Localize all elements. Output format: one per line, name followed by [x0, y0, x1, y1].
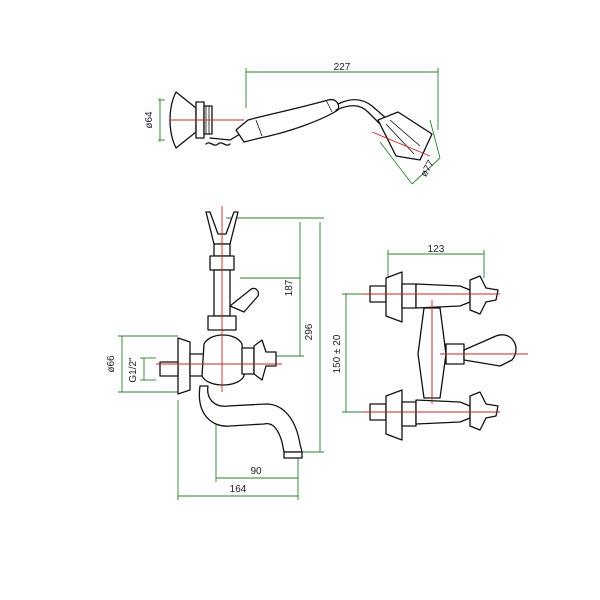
centerline	[371, 131, 431, 157]
diverter-lever	[229, 287, 260, 313]
side-view: 187 296 ø66 G1/2" 90 164	[106, 206, 324, 500]
shower-head-face	[389, 119, 421, 147]
front-view: 123 150 ± 20	[332, 244, 528, 441]
total-height-label: 296	[304, 323, 315, 340]
handle-line	[325, 99, 333, 113]
centers-label: 150 ± 20	[332, 334, 343, 373]
wall-escutcheon	[177, 337, 191, 395]
cross-handle	[253, 339, 277, 381]
thread-stub	[159, 361, 179, 377]
mixer-body	[201, 334, 245, 386]
inlet-width-label: 123	[428, 244, 445, 255]
upper-valve	[401, 283, 417, 309]
upper-cross-handle	[469, 275, 499, 315]
length-label: 227	[334, 62, 351, 73]
handset-diameter-label: ø64	[144, 111, 155, 129]
escutcheon-diameter-label: ø66	[106, 355, 117, 373]
spout	[198, 385, 303, 453]
spout-reach-label: 90	[250, 466, 262, 477]
upper-escutcheon	[385, 271, 403, 323]
handle-line	[255, 119, 263, 137]
valve-bonnet	[241, 347, 255, 375]
head-diameter-line	[429, 119, 441, 159]
shower-handle	[235, 98, 340, 143]
head-diameter-label: ø77	[419, 158, 437, 179]
thread-label: G1/2"	[128, 357, 139, 383]
hand-shower-view: 227 ø64 ø77	[144, 62, 441, 185]
hose	[209, 133, 241, 141]
head-diameter-line	[411, 157, 441, 185]
aerator	[283, 451, 303, 459]
head-diameter-line	[379, 141, 413, 185]
lower-cross-handle	[469, 391, 499, 431]
shower-neck	[335, 105, 381, 125]
shower-neck	[337, 99, 387, 119]
lower-escutcheon	[385, 389, 403, 441]
lower-valve	[401, 401, 417, 427]
upper-height-label: 187	[284, 279, 295, 296]
shower-head-face	[385, 123, 415, 155]
hose-coil	[205, 142, 231, 146]
upper-body	[415, 283, 471, 309]
total-depth-label: 164	[230, 484, 247, 495]
shower-head	[377, 111, 433, 161]
diverter-knob	[463, 334, 517, 367]
